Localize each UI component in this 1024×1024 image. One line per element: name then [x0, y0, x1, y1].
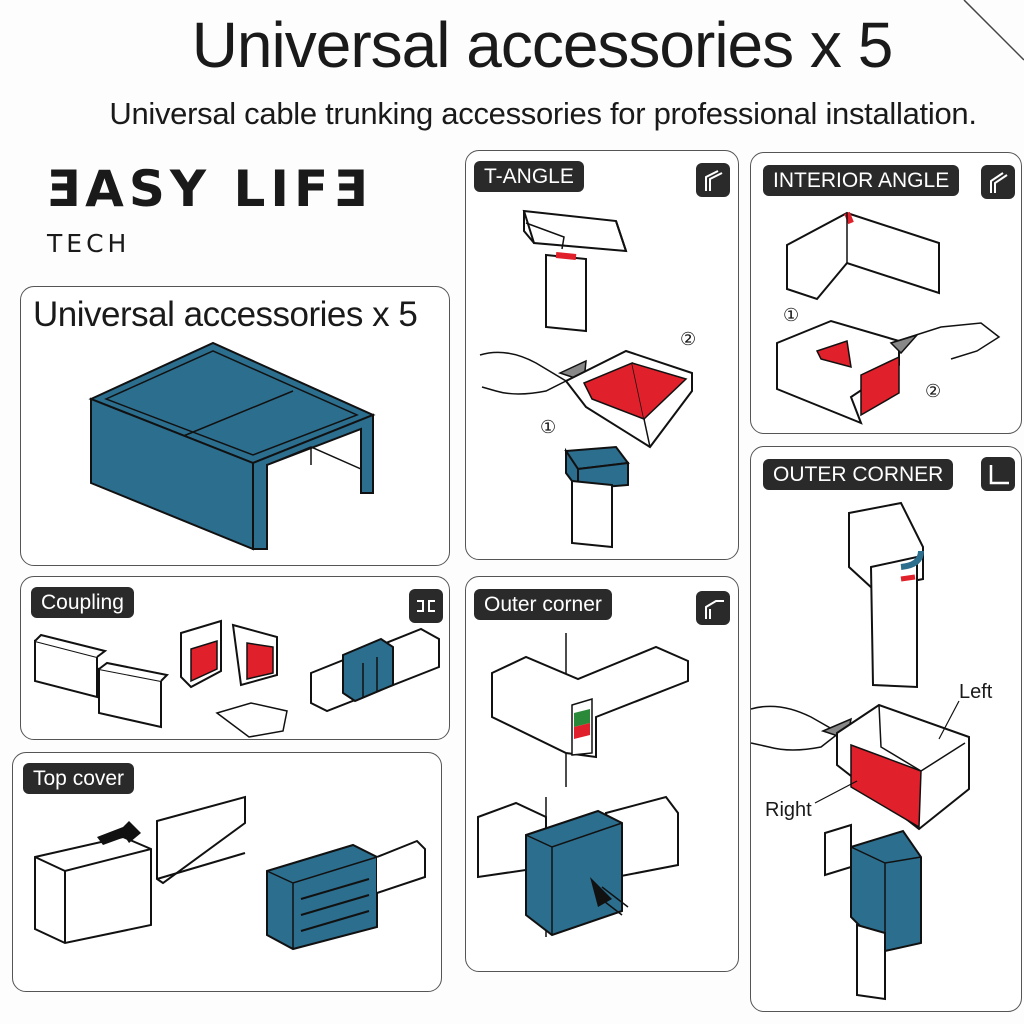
outer-corner-panel: Outer corner [465, 576, 739, 972]
interior-angle-step-1: ① [783, 305, 800, 325]
coupling-panel: Coupling [20, 576, 450, 740]
t-angle-illustration [479, 209, 693, 549]
outer-corner-large-icon [981, 457, 1015, 491]
interior-angle-tag: INTERIOR ANGLE [763, 165, 960, 197]
coupling-illustration [34, 619, 440, 738]
outer-corner-tag: Outer corner [474, 589, 612, 621]
top-cover-panel: Top cover [12, 752, 442, 992]
interior-angle-icon [981, 165, 1015, 199]
interior-angle-step-2: ② [925, 381, 942, 401]
t-angle-tag: T-ANGLE [474, 161, 584, 193]
page-title: Universal accessories x 5 [191, 9, 894, 81]
outer-corner-illustration [477, 633, 689, 937]
main-accessory-panel: Universal accessories x 5 [20, 286, 450, 566]
brand-tagline: TECH [47, 229, 131, 258]
outer-corner-large-illustration [750, 501, 970, 1001]
main-panel-title: Universal accessories x 5 [33, 295, 418, 334]
coupling-icon [409, 589, 443, 623]
folded-corner-decoration [963, 0, 1024, 61]
t-angle-step-1: ① [540, 417, 557, 437]
brand-logo: ƎASY LIFƎ [46, 160, 373, 218]
t-angle-step-2: ② [680, 329, 697, 349]
top-cover-tag: Top cover [23, 763, 135, 795]
t-angle-icon [696, 163, 730, 197]
outer-corner-large-tag: OUTER CORNER [763, 459, 954, 491]
page-subtitle: Universal cable trunking accessories for… [109, 96, 977, 131]
t-angle-panel: T-ANGLE ② ① [465, 150, 739, 560]
blue-cover-illustration [88, 341, 376, 551]
outer-corner-large-panel: OUTER CORNER Left Right [750, 446, 1022, 1012]
outer-corner-icon [696, 591, 730, 625]
top-cover-illustration [34, 795, 426, 951]
right-label: Right [765, 799, 812, 821]
interior-angle-illustration [776, 211, 1001, 425]
coupling-tag: Coupling [31, 587, 134, 619]
left-label: Left [959, 681, 993, 703]
interior-angle-panel: INTERIOR ANGLE ① ② [750, 152, 1022, 434]
